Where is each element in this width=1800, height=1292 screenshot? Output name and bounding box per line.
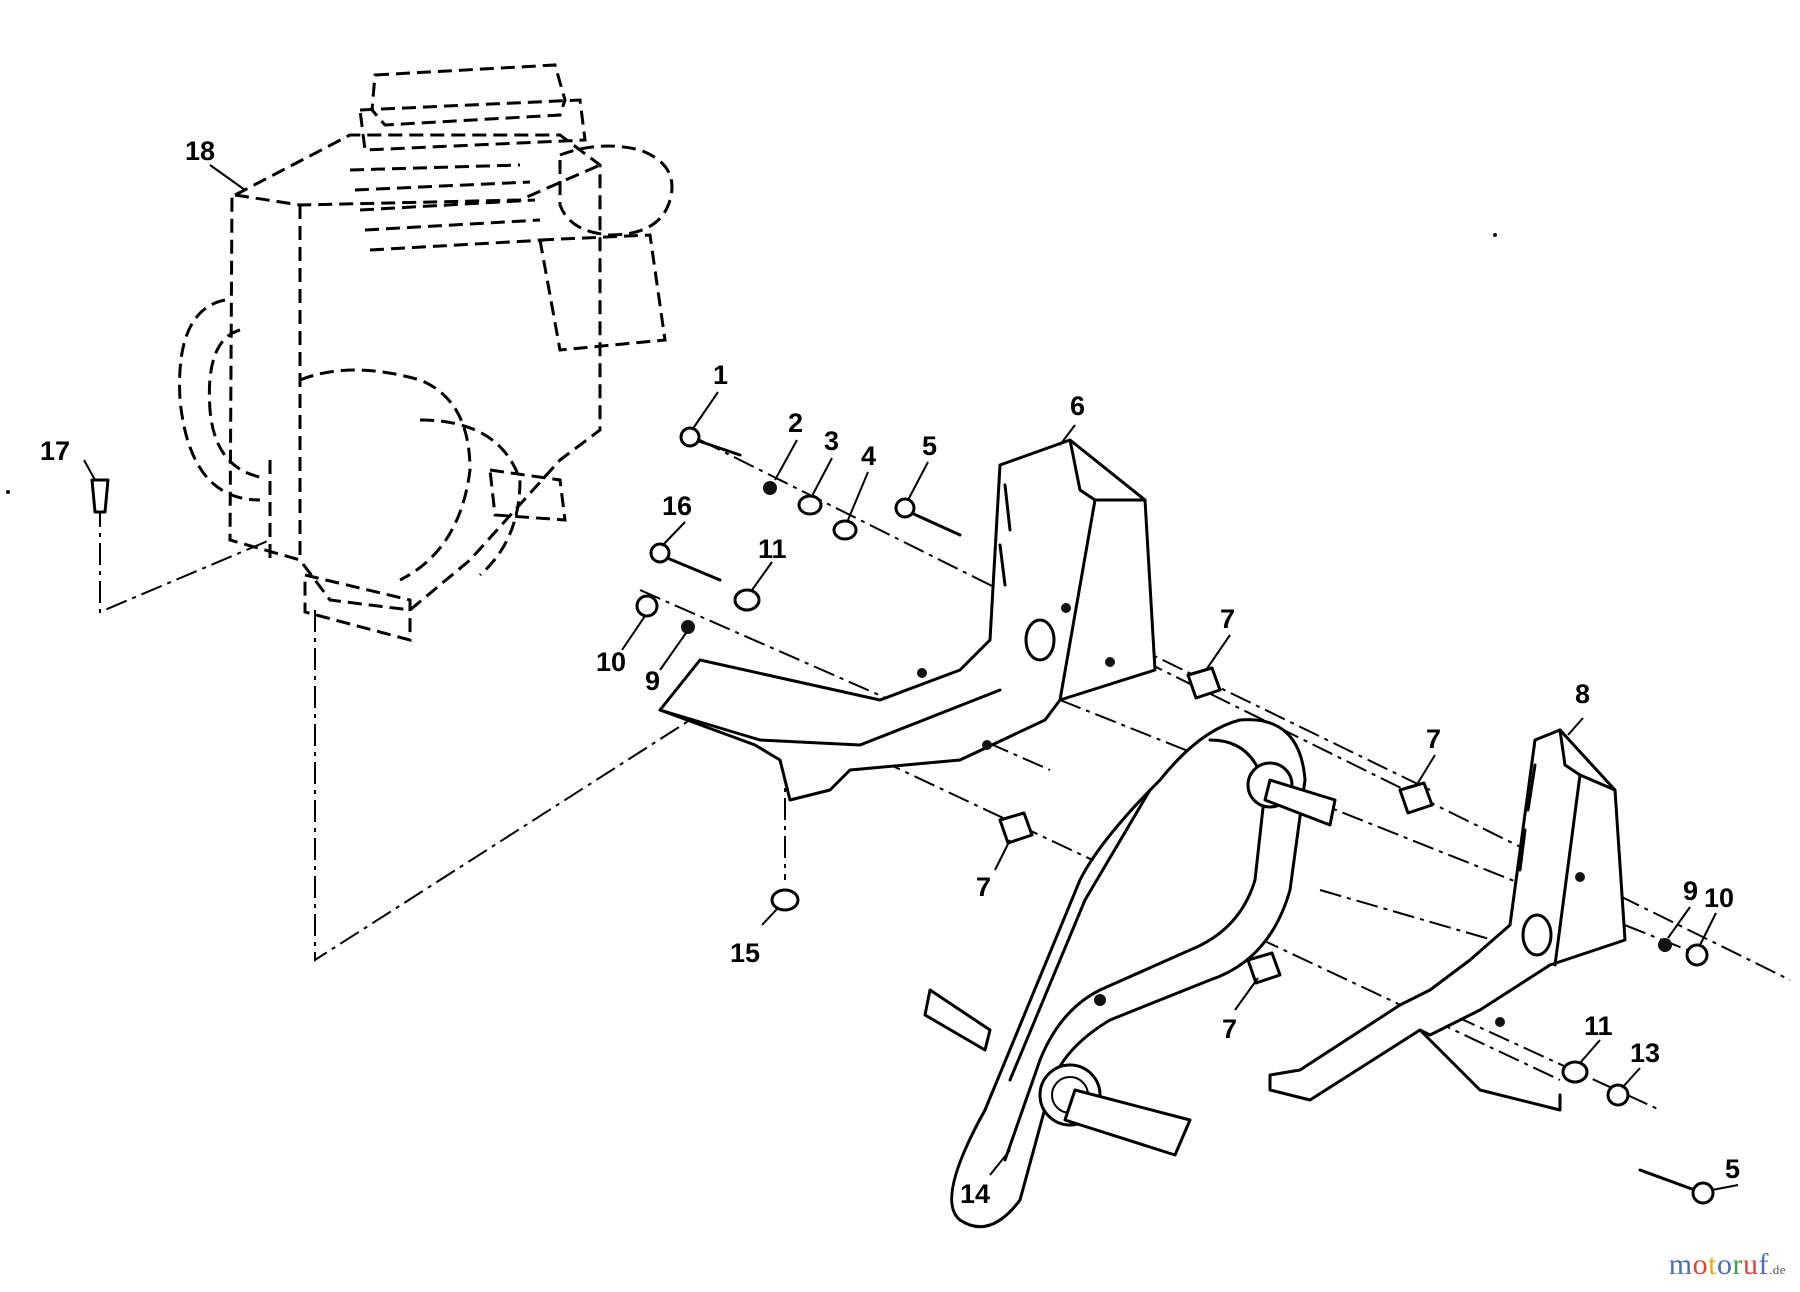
watermark-letter: t [1708,1248,1717,1281]
callout-10-left: 10 [596,647,626,677]
watermark-letters: motoruf [1669,1248,1769,1281]
callout-7-b: 7 [1426,724,1441,754]
callout-1: 1 [713,360,728,390]
callout-6: 6 [1070,391,1085,421]
callout-2: 2 [788,408,803,438]
callout-17: 17 [40,436,70,466]
watermark-letter: u [1742,1248,1759,1281]
leader-lines [83,164,1739,1191]
watermark-letter: m [1668,1248,1693,1281]
watermark-letter: o [1692,1248,1709,1281]
callout-7-a: 7 [1220,604,1235,634]
fasteners [90,426,1715,1205]
engine-outline [178,63,674,642]
callout-3: 3 [824,426,839,456]
callout-8: 8 [1575,679,1590,709]
watermark-letter: r [1732,1248,1743,1281]
callout-11-upper: 11 [758,534,787,564]
watermark-suffix: .de [1768,1262,1786,1277]
watermark-logo: motoruf.de [1669,1248,1786,1282]
callout-7-d: 7 [1222,1014,1237,1044]
callout-numbers: 1 2 3 4 5 5 6 7 7 7 7 8 9 9 10 10 11 11 … [40,136,1740,1209]
callout-5-upper: 5 [922,431,937,461]
callout-11-lower: 11 [1584,1011,1613,1041]
callout-14: 14 [960,1179,990,1209]
callout-5-lower: 5 [1725,1154,1740,1184]
callout-15: 15 [730,938,760,968]
spacers [998,666,1434,985]
right-bracket [1268,728,1627,1112]
callout-16: 16 [662,491,692,521]
callout-9-left: 9 [645,666,660,696]
callout-4: 4 [861,441,876,471]
callout-13: 13 [1630,1038,1660,1068]
callout-9-right: 9 [1683,876,1698,906]
watermark-letter: o [1716,1248,1733,1281]
callout-7-c: 7 [976,872,991,902]
left-bracket [658,438,1157,802]
callout-18: 18 [185,136,215,166]
chain-case [923,718,1337,1229]
callout-10-right: 10 [1704,883,1734,913]
watermark-letter: f [1758,1248,1769,1281]
